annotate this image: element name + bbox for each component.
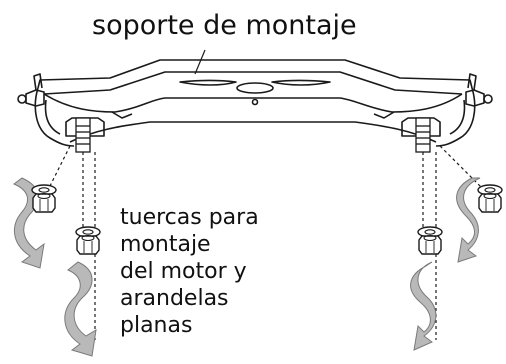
nuts-label-line: del motor y [120, 259, 247, 284]
bracket-leader-line [194, 49, 206, 75]
nut-washer-icon [75, 226, 101, 255]
mounting-stud-right [415, 117, 431, 153]
nut-washer-icon [31, 184, 57, 213]
nuts-label: tuercas para montaje del motor y arandel… [120, 204, 259, 339]
nuts-label-line: montaje [120, 232, 211, 257]
install-arrow-right-inner [410, 261, 437, 351]
mounting-bracket [17, 59, 493, 147]
bracket-label: soporte de montaje [92, 10, 357, 41]
mounting-stud-left [75, 117, 91, 153]
nuts-label-line: arandelas [120, 286, 229, 311]
nut-washer-icon [477, 184, 503, 213]
alignment-lines [82, 152, 437, 340]
nuts-label-line: planas [120, 313, 193, 338]
nut-washer-icon [417, 226, 443, 255]
install-arrow-left-inner [64, 261, 97, 357]
install-arrow-right-outer [456, 177, 481, 263]
nuts-label-line: tuercas para [120, 205, 259, 230]
